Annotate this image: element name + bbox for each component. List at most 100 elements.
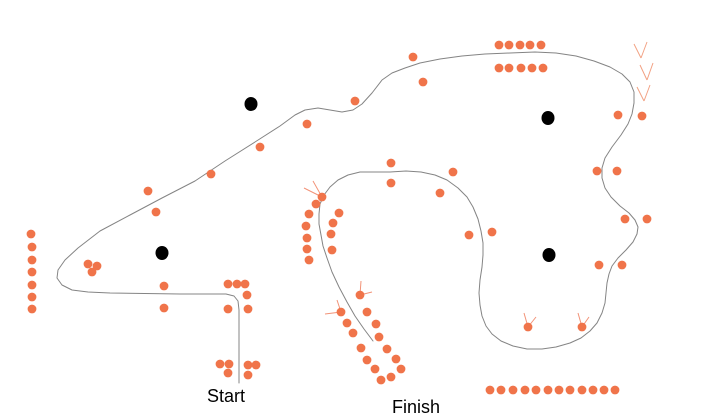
cone-dot: [242, 290, 252, 300]
cone-dot: [302, 233, 312, 243]
cone-dot: [620, 214, 630, 224]
cone-dot: [508, 385, 518, 395]
flag-cone-dot: [336, 307, 346, 317]
cone-dot: [224, 359, 234, 369]
cone-dot: [356, 343, 366, 353]
cone-dot: [27, 267, 37, 277]
cone-dot: [304, 209, 314, 219]
cone-dot: [302, 119, 312, 129]
cone-dot: [494, 40, 504, 50]
cone-dot: [496, 385, 506, 395]
cone-dot: [594, 260, 604, 270]
cone-dot: [592, 166, 602, 176]
cone-dot: [382, 344, 392, 354]
cone-dot: [516, 63, 526, 73]
cone-dot: [515, 40, 525, 50]
cone-dot: [613, 110, 623, 120]
cone-dot: [418, 77, 428, 87]
cone-dot: [342, 318, 352, 328]
cone-dot: [240, 279, 250, 289]
cone-dot: [304, 255, 314, 265]
black-marker: [541, 111, 555, 125]
cone-dot: [362, 307, 372, 317]
flag-cone-dot: [317, 192, 327, 202]
cone-dot: [376, 375, 386, 385]
cone-dot: [543, 385, 553, 395]
cone-dot: [159, 303, 169, 313]
cone-dot: [27, 304, 37, 314]
check-mark-icon: [636, 86, 645, 102]
cone-dot: [302, 244, 312, 254]
cone-dot: [396, 364, 406, 374]
check-mark-icon: [643, 84, 651, 102]
cone-dot: [525, 40, 535, 50]
cone-dot: [370, 364, 380, 374]
black-marker: [244, 97, 258, 111]
cone-dot: [464, 230, 474, 240]
cone-dot: [223, 368, 233, 378]
cone-dot: [251, 360, 261, 370]
cone-dot: [328, 218, 338, 228]
cone-dot: [334, 208, 344, 218]
cone-dot: [520, 385, 530, 395]
cone-dot: [485, 385, 495, 395]
cone-dot: [348, 328, 358, 338]
cone-dot: [223, 304, 233, 314]
cone-dot: [232, 279, 242, 289]
cone-dot: [27, 280, 37, 290]
cone-dot: [391, 354, 401, 364]
cone-dot: [554, 385, 564, 395]
flag-cone-dot: [577, 322, 587, 332]
cone-dot: [362, 355, 372, 365]
check-mark-icon: [639, 64, 648, 81]
cone-dot: [386, 372, 396, 382]
cone-dot: [538, 63, 548, 73]
cone-dot: [159, 281, 169, 291]
black-marker: [542, 248, 556, 262]
cone-dot: [326, 229, 336, 239]
cone-dot: [617, 260, 627, 270]
cone-dot: [26, 229, 36, 239]
cone-dot: [243, 360, 253, 370]
cone-dot: [243, 304, 253, 314]
flag-cone-dot: [355, 290, 365, 300]
flag-cone-dot: [523, 322, 533, 332]
cone-dot: [610, 385, 620, 395]
cone-dot: [504, 40, 514, 50]
cone-dot: [27, 255, 37, 265]
start-label: Start: [207, 386, 246, 406]
cone-dot: [87, 267, 97, 277]
cone-dot: [371, 319, 381, 329]
finish-label: Finish: [392, 397, 441, 417]
cone-dot: [448, 167, 458, 177]
cone-dot: [531, 385, 541, 395]
cone-dot: [435, 188, 445, 198]
cone-dot: [408, 52, 418, 62]
cone-dot: [255, 142, 265, 152]
cone-dot: [612, 166, 622, 176]
cone-dot: [27, 292, 37, 302]
check-mark-icon: [640, 41, 648, 59]
cone-dot: [386, 158, 396, 168]
cone-dot: [206, 169, 216, 179]
cone-dot: [642, 214, 652, 224]
cone-dot: [311, 199, 321, 209]
track-line: [56, 51, 639, 384]
cone-dot: [637, 111, 647, 121]
cone-dot: [350, 96, 360, 106]
cone-dot: [92, 261, 102, 271]
cone-dot: [599, 385, 609, 395]
cone-dot: [223, 279, 233, 289]
cone-dot: [386, 178, 396, 188]
cone-dot: [327, 245, 337, 255]
check-mark-icon: [633, 43, 642, 59]
cone-dot: [143, 186, 153, 196]
cone-dot: [83, 259, 93, 269]
cone-dot: [301, 221, 311, 231]
cone-dot: [374, 332, 384, 342]
cone-dot: [487, 227, 497, 237]
cone-dot: [527, 63, 537, 73]
cone-dot: [577, 385, 587, 395]
cone-dot: [565, 385, 575, 395]
